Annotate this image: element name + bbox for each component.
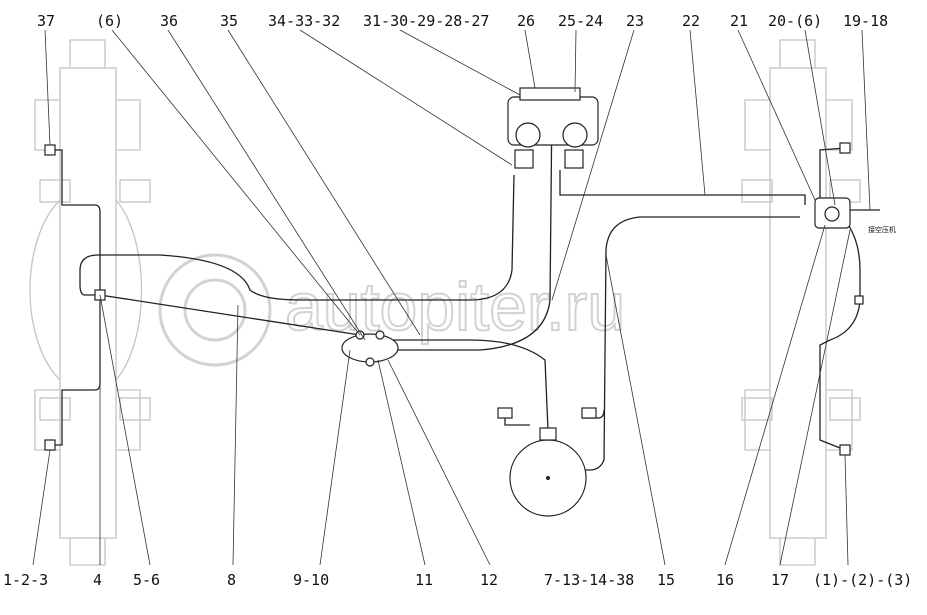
label-25-24: 25-24 (558, 12, 603, 30)
compressor-note: 接空压机 (868, 225, 896, 234)
label-1-2-3: 1-2-3 (3, 571, 48, 589)
label-36: 36 (160, 12, 178, 30)
label-9-10: 9-10 (293, 571, 329, 589)
label-1-2-3-paren: (1)-(2)-(3) (813, 571, 912, 589)
label-8: 8 (227, 571, 236, 589)
label-17: 17 (771, 571, 789, 589)
label-6: (6) (96, 12, 123, 30)
label-11: 11 (415, 571, 433, 589)
right-axle (741, 39, 861, 566)
label-21: 21 (730, 12, 748, 30)
label-22: 22 (682, 12, 700, 30)
label-5-6: 5-6 (133, 571, 160, 589)
label-34-33-32: 34-33-32 (268, 12, 340, 30)
bottom-labels: 1-2-3 4 5-6 8 9-10 11 12 7-13-14-38 15 1… (3, 571, 912, 589)
label-20-6: 20-(6) (768, 12, 822, 30)
label-37: 37 (37, 12, 55, 30)
left-axle (29, 39, 151, 566)
label-31-30-29-28-27: 31-30-29-28-27 (363, 12, 489, 30)
top-labels: 37 (6) 36 35 34-33-32 31-30-29-28-27 26 … (37, 12, 888, 30)
label-35: 35 (220, 12, 238, 30)
label-26: 26 (517, 12, 535, 30)
leader-lines (32, 29, 871, 566)
label-15: 15 (657, 571, 675, 589)
label-4: 4 (93, 571, 102, 589)
watermark: autopiter.ru (158, 253, 626, 367)
label-19-18: 19-18 (843, 12, 888, 30)
label-16: 16 (716, 571, 734, 589)
parts (44, 87, 864, 517)
label-23: 23 (626, 12, 644, 30)
label-12: 12 (480, 571, 498, 589)
label-7-13-14-38: 7-13-14-38 (544, 571, 634, 589)
watermark-text: autopiter.ru (285, 269, 625, 345)
